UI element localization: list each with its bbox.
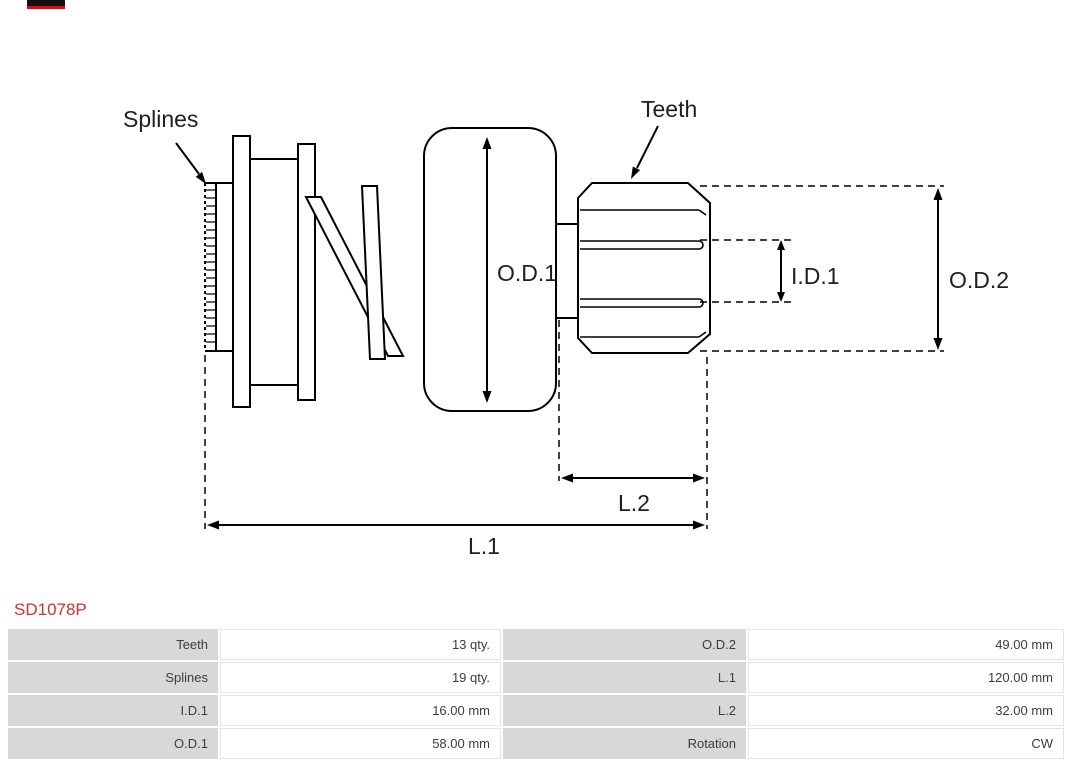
- spec-label-cell: L.1: [503, 662, 746, 693]
- splined-shaft: [204, 182, 233, 352]
- neck-step: [555, 223, 579, 319]
- spec-label-cell: Teeth: [8, 629, 218, 660]
- clutch-body: [423, 127, 579, 412]
- spec-value-cell: 32.00 mm: [748, 695, 1064, 726]
- spec-value-cell: 16.00 mm: [220, 695, 501, 726]
- spec-value-cell: 49.00 mm: [748, 629, 1064, 660]
- pinion-teeth-lines: [580, 209, 707, 338]
- id1-label: I.D.1: [791, 263, 840, 289]
- part-number: SD1078P: [14, 600, 87, 619]
- spec-label-cell: I.D.1: [8, 695, 218, 726]
- l2-label: L.2: [618, 490, 650, 516]
- spec-table: Teeth 13 qty. O.D.2 49.00 mm Splines 19 …: [8, 629, 1064, 759]
- spec-value-cell: 120.00 mm: [748, 662, 1064, 693]
- spec-value-cell: 13 qty.: [220, 629, 501, 660]
- teeth-label: Teeth: [641, 96, 697, 122]
- leader-arrows: [175, 125, 659, 184]
- spring: [304, 185, 405, 360]
- construction-lines: [204, 185, 944, 529]
- spec-value-cell: CW: [748, 728, 1064, 759]
- logo-fragment: [27, 0, 65, 6]
- dimension-lines: [207, 137, 943, 530]
- od2-label: O.D.2: [949, 267, 1009, 293]
- logo-accent-bar: [27, 6, 65, 9]
- collar-flanges: [232, 135, 316, 408]
- spec-label-cell: O.D.1: [8, 728, 218, 759]
- pinion-gear: [577, 182, 711, 354]
- annotation-labels: Splines Teeth O.D.1 I.D.1 O.D.2 L.2 L.1: [123, 96, 1009, 559]
- spec-value-cell: 58.00 mm: [220, 728, 501, 759]
- splines-label: Splines: [123, 106, 198, 132]
- spec-label-cell: Splines: [8, 662, 218, 693]
- spline-hatch: [206, 189, 215, 343]
- od1-label: O.D.1: [497, 260, 557, 286]
- spec-value-cell: 19 qty.: [220, 662, 501, 693]
- spec-label-cell: O.D.2: [503, 629, 746, 660]
- spec-label-cell: Rotation: [503, 728, 746, 759]
- starter-drive-diagram: Splines Teeth O.D.1 I.D.1 O.D.2 L.2 L.1: [123, 96, 1009, 559]
- spec-label-cell: L.2: [503, 695, 746, 726]
- l1-label: L.1: [468, 533, 500, 559]
